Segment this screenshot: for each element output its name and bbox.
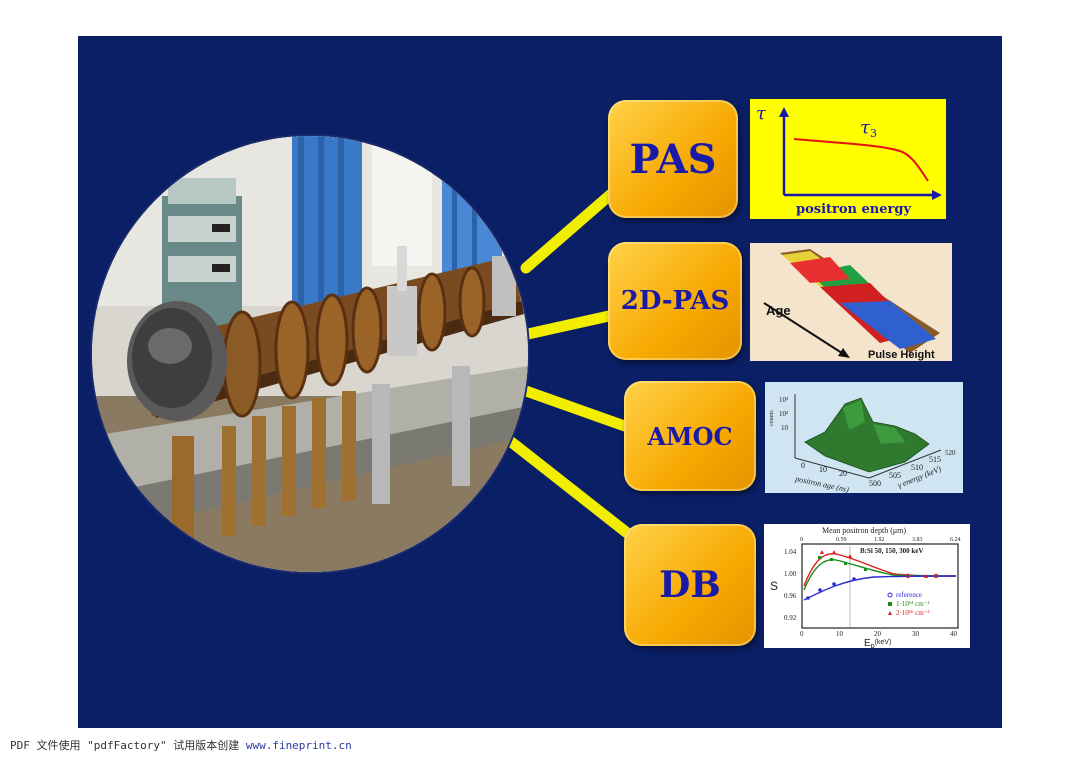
db-annotation: B:Si 50, 150, 300 keV bbox=[860, 547, 923, 555]
pas-box: PAS bbox=[608, 100, 738, 218]
2d-pas-box: 2D-PAS bbox=[608, 242, 742, 360]
2d-pas-label: 2D-PAS bbox=[620, 286, 730, 316]
db-legend-marker-1 bbox=[887, 592, 893, 598]
db-series-reference bbox=[803, 575, 957, 601]
pas-plot: τ τ3 positron energy bbox=[750, 99, 946, 219]
footer: PDF 文件使用 "pdfFactory" 试用版本创建 www.finepri… bbox=[10, 737, 352, 753]
db-x-tick-5: 40 bbox=[950, 630, 958, 638]
pas-plot-y-arrow bbox=[779, 107, 789, 117]
pas-plot-curve bbox=[793, 138, 929, 182]
2d-pas-pulse-label: Pulse Height bbox=[868, 349, 935, 361]
db-legend-marker-2 bbox=[888, 602, 892, 606]
amoc-x-tick-1: 0 bbox=[801, 461, 805, 470]
beamline-photo-image bbox=[92, 136, 528, 572]
db-series-low-dose bbox=[803, 559, 957, 591]
db-y-tick-2: 1.00 bbox=[784, 570, 797, 578]
connector-amoc bbox=[520, 385, 639, 435]
connector-2d-pas bbox=[522, 308, 624, 340]
db-y-tick-1: 1.04 bbox=[784, 548, 797, 556]
amoc-y-tick-5: 520 bbox=[945, 449, 956, 457]
db-top-tick-5: 6.24 bbox=[950, 537, 961, 543]
amoc-z-tick-3: 10 bbox=[781, 424, 789, 432]
amoc-x-tick-3: 20 bbox=[839, 469, 847, 478]
db-legend-marker-3 bbox=[888, 611, 892, 615]
connectors bbox=[504, 182, 639, 542]
db-top-tick-1: 0 bbox=[800, 537, 803, 543]
db-box: DB bbox=[624, 524, 756, 646]
connector-db bbox=[504, 435, 637, 542]
footer-link[interactable]: www.fineprint.cn bbox=[245, 739, 352, 752]
db-y-tick-4: 0.92 bbox=[784, 614, 797, 622]
db-series-high-dose bbox=[803, 553, 957, 587]
db-plot: Mean positron depth (μm) 0 0.59 1.92 3.8… bbox=[764, 524, 970, 648]
pas-plot-x-arrow bbox=[932, 190, 942, 200]
2d-pas-plot: Age Pulse Height bbox=[750, 243, 952, 361]
pas-plot-curve-label: τ3 bbox=[860, 117, 877, 140]
db-legend-1: reference bbox=[896, 591, 922, 599]
db-x-tick-3: 20 bbox=[874, 630, 882, 638]
amoc-z-tick-1: 10³ bbox=[779, 396, 788, 404]
amoc-y-tick-1: 500 bbox=[869, 479, 881, 488]
db-top-tick-3: 1.92 bbox=[874, 537, 885, 543]
pas-label: PAS bbox=[629, 135, 717, 183]
db-x-tick-1: 0 bbox=[800, 630, 804, 638]
db-frame bbox=[801, 543, 959, 629]
slide: PAS τ τ3 positron energy 2D-PAS Age Pu bbox=[78, 36, 1002, 728]
amoc-label: AMOC bbox=[647, 421, 733, 451]
db-label: DB bbox=[659, 564, 721, 606]
amoc-y-tick-2: 505 bbox=[889, 471, 901, 480]
db-top-title: Mean positron depth (μm) bbox=[822, 526, 906, 535]
db-top-tick-2: 0.59 bbox=[836, 537, 847, 543]
amoc-box: AMOC bbox=[624, 381, 756, 491]
amoc-y-tick-3: 510 bbox=[911, 463, 923, 472]
db-y-tick-3: 0.96 bbox=[784, 592, 797, 600]
db-x-tick-4: 30 bbox=[912, 630, 920, 638]
amoc-z-tick-2: 10² bbox=[779, 410, 788, 418]
db-xlabel: Ep(keV) bbox=[864, 638, 891, 648]
amoc-z-label: counts bbox=[769, 410, 775, 426]
footer-text: PDF 文件使用 "pdfFactory" 试用版本创建 bbox=[10, 739, 246, 752]
db-top-tick-4: 3.83 bbox=[912, 537, 923, 543]
pas-plot-y-symbol: τ bbox=[756, 103, 767, 124]
pas-plot-xlabel: positron energy bbox=[796, 202, 911, 217]
amoc-plot: 10³ 10² 10 counts 0 10 20 positron age (… bbox=[765, 382, 963, 493]
connector-pas bbox=[520, 182, 624, 274]
amoc-y-tick-4: 515 bbox=[929, 455, 941, 464]
db-legend-3: 2·10¹⁶ cm⁻² bbox=[896, 609, 929, 617]
2d-pas-age-label: Age bbox=[766, 303, 791, 318]
db-ylabel: S bbox=[770, 579, 778, 593]
db-legend-2: 1·10¹⁴ cm⁻² bbox=[896, 600, 929, 608]
db-x-tick-2: 10 bbox=[836, 630, 844, 638]
amoc-x-tick-2: 10 bbox=[819, 465, 827, 474]
beamline-photo bbox=[92, 136, 528, 572]
